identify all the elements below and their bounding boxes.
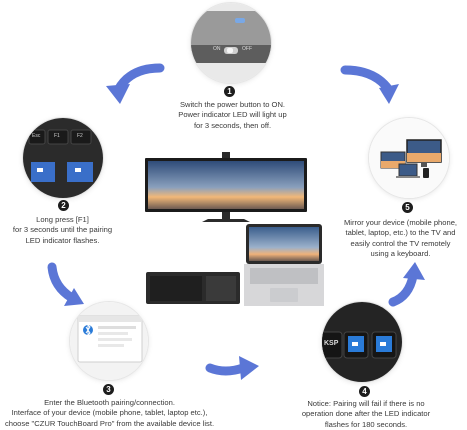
step-1-line-2: Power indicator LED will light up <box>178 110 287 120</box>
switch-off-label: OFF <box>242 46 252 52</box>
center-setup-illustration <box>145 152 324 306</box>
keyboard-f1-circle: Esc F1 F2 <box>23 118 103 198</box>
step-4-badge: 4 <box>359 386 370 397</box>
key-bksp-label: KSP <box>324 340 339 347</box>
arrow-3-to-4 <box>205 356 259 380</box>
power-switch-circle: ON OFF <box>191 3 271 83</box>
step-1-line-3: for 3 seconds, then off. <box>193 120 272 130</box>
arrow-2-to-3 <box>47 262 84 306</box>
step-3-caption: Enter the Bluetooth pairing/connection. … <box>2 398 217 429</box>
switch-on-label: ON <box>213 46 221 52</box>
arrow-icon <box>403 262 425 280</box>
phone-icon <box>423 168 429 178</box>
laptop-icon <box>244 224 324 306</box>
pairing-dialog-illustration <box>70 302 148 380</box>
step-5-line-2: tablet, laptop, etc.) to the TV and <box>345 228 456 238</box>
mirror-devices-circle <box>369 118 449 198</box>
arrow-icon <box>239 356 259 380</box>
step-3-line-1: Enter the Bluetooth pairing/connection. <box>44 398 175 407</box>
step-5-line-1: Mirror your device (mobile phone, <box>343 218 458 227</box>
arrow-1-to-2 <box>106 63 165 104</box>
step-3-line-2: Interface of your device (mobile phone, … <box>11 408 208 418</box>
keyboard-icon <box>146 272 240 304</box>
step-3-line-3: choose "CZUR TouchBoard Pro" from the av… <box>4 418 215 428</box>
step-5-line-4: using a keyboard. <box>370 249 431 259</box>
monitor-icon <box>145 152 307 222</box>
arrow-icon <box>64 288 84 306</box>
devices-illustration <box>369 118 449 198</box>
led-indicator-illustration <box>322 302 402 382</box>
step-4-line-3: flashes for 180 seconds. <box>324 419 408 429</box>
step-1-line-1: Switch the power button to ON. <box>179 100 286 109</box>
bluetooth-pairing-circle <box>70 302 148 380</box>
arrow-5-to-1 <box>340 65 399 104</box>
step-3-badge: 3 <box>103 384 114 395</box>
arrow-icon <box>379 84 399 104</box>
step-5-line-3: easily control the TV remotely <box>350 238 451 248</box>
arrow-icon <box>106 84 130 104</box>
key-esc-label: Esc <box>32 133 41 139</box>
keyboard-icon <box>23 118 103 198</box>
step-2-line-1: Long press [F1] <box>36 215 89 224</box>
step-4-line-1: Notice: Pairing will fail if there is no <box>307 399 425 408</box>
step-5-badge: 5 <box>402 202 413 213</box>
step-2-line-3: LED indicator flashes. <box>25 235 100 245</box>
step-4-line-2: operation done after the LED indicator <box>301 409 431 419</box>
key-f1-label: F1 <box>54 133 60 139</box>
step-5-caption: Mirror your device (mobile phone, tablet… <box>334 218 467 260</box>
led-indicator-circle: KSP <box>322 302 402 382</box>
step-2-badge: 2 <box>58 200 69 211</box>
power-switch-illustration <box>191 3 271 83</box>
step-2-line-2: for 3 seconds until the pairing <box>12 225 113 235</box>
step-4-caption: Notice: Pairing will fail if there is no… <box>282 399 450 430</box>
laptop-icon <box>398 163 418 177</box>
step-1-caption: Switch the power button to ON. Power ind… <box>150 100 315 131</box>
step-1-badge: 1 <box>224 86 235 97</box>
key-f2-label: F2 <box>77 133 83 139</box>
arrow-4-to-5 <box>388 262 425 307</box>
step-2-caption: Long press [F1] for 3 seconds until the … <box>0 215 125 246</box>
